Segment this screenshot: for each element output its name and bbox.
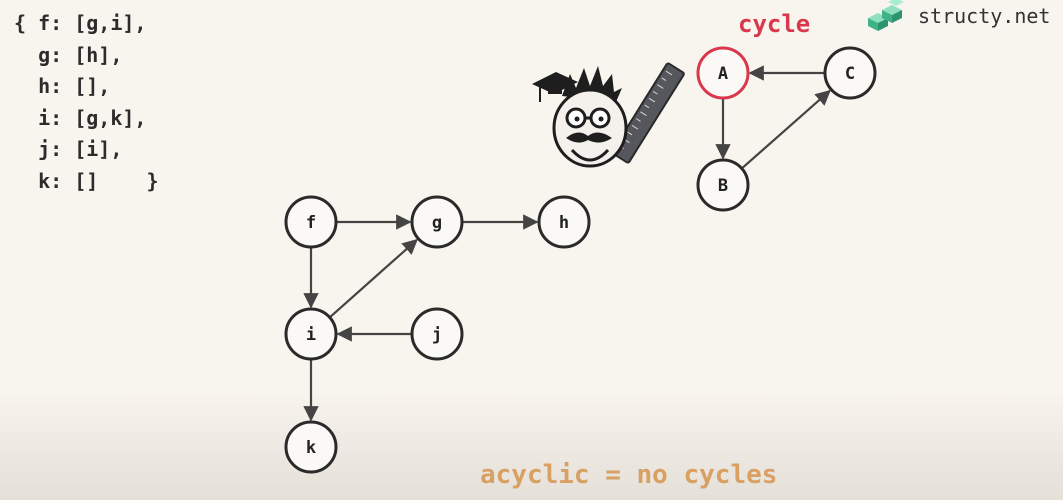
node-label: g bbox=[432, 213, 442, 233]
cycle-node-A[interactable]: A bbox=[698, 48, 748, 98]
main-node-f[interactable]: f bbox=[286, 197, 336, 247]
cycle-node-C[interactable]: C bbox=[825, 48, 875, 98]
node-label: h bbox=[559, 213, 569, 233]
main-node-h[interactable]: h bbox=[539, 197, 589, 247]
professor-mascot-with-ruler-icon bbox=[532, 63, 685, 166]
node-label: C bbox=[845, 64, 855, 84]
node-label: f bbox=[306, 213, 316, 233]
cycle-edge-B-C bbox=[742, 91, 830, 169]
node-label: A bbox=[718, 64, 728, 84]
main-node-k[interactable]: k bbox=[286, 422, 336, 472]
main-node-j[interactable]: j bbox=[412, 309, 462, 359]
node-label: k bbox=[306, 438, 316, 458]
node-label: i bbox=[306, 325, 316, 345]
main-node-i[interactable]: i bbox=[286, 309, 336, 359]
main-graph-nodes: f g h i j k bbox=[286, 197, 589, 472]
node-label: j bbox=[432, 325, 442, 345]
cycle-node-B[interactable]: B bbox=[698, 160, 748, 210]
main-edge-i-g bbox=[330, 240, 417, 317]
node-label: B bbox=[718, 176, 728, 196]
main-node-g[interactable]: g bbox=[412, 197, 462, 247]
